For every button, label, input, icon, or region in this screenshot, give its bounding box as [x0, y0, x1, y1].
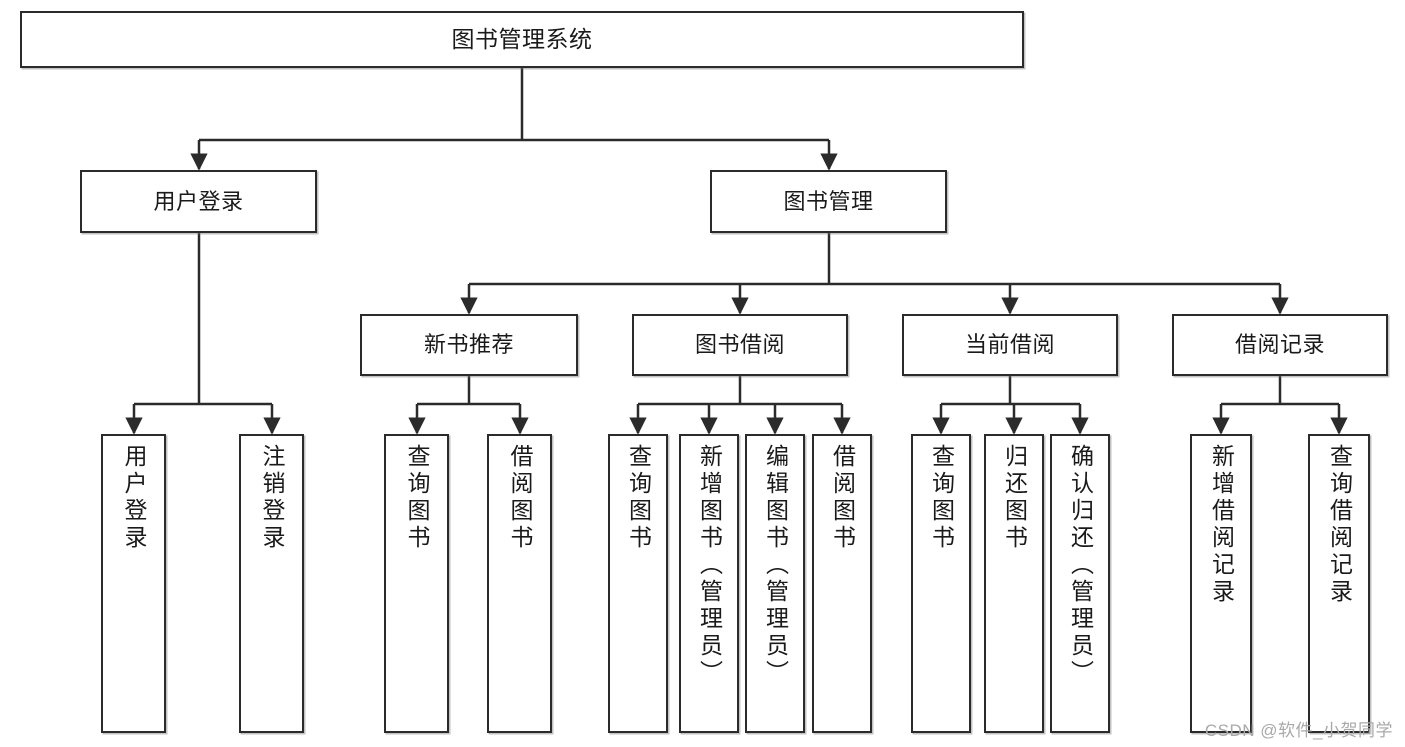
node-l2-book[interactable]: 图书管理 [710, 170, 947, 233]
node-l4-6[interactable]: 新增图书（管理员） [679, 434, 739, 733]
node-label: 新增借阅记录 [1208, 444, 1235, 606]
node-label: 图书管理系统 [451, 25, 593, 52]
node-l4-13[interactable]: 查询借阅记录 [1308, 434, 1370, 733]
node-label: 用户登录 [153, 188, 244, 214]
node-label: 借阅图书 [507, 444, 533, 552]
node-label: 查询图书 [404, 444, 430, 552]
node-l4-10[interactable]: 归还图书 [984, 434, 1044, 733]
node-l4-4[interactable]: 借阅图书 [487, 434, 552, 733]
node-label: 查询图书 [928, 444, 955, 552]
node-l4-7[interactable]: 编辑图书（管理员） [745, 434, 805, 733]
node-l2-login[interactable]: 用户登录 [80, 170, 317, 233]
node-label: 当前借阅 [964, 332, 1055, 358]
node-label: 图书借阅 [694, 332, 785, 358]
node-l3-new[interactable]: 新书推荐 [360, 314, 578, 376]
node-label: 归还图书 [1001, 444, 1028, 552]
node-l4-11[interactable]: 确认归还（管理员） [1050, 434, 1110, 733]
node-label: 查询借阅记录 [1326, 444, 1353, 606]
node-label: 用户登录 [121, 444, 147, 552]
node-l4-8[interactable]: 借阅图书 [812, 434, 872, 733]
node-label: 查询图书 [625, 444, 652, 552]
node-label: 注销登录 [259, 444, 285, 552]
node-label: 编辑图书（管理员） [762, 444, 789, 687]
node-l4-5[interactable]: 查询图书 [608, 434, 668, 733]
node-l4-1[interactable]: 用户登录 [101, 434, 166, 733]
node-l4-9[interactable]: 查询图书 [911, 434, 971, 733]
node-l3-current[interactable]: 当前借阅 [902, 314, 1118, 376]
node-l4-2[interactable]: 注销登录 [239, 434, 304, 733]
node-l3-borrow[interactable]: 图书借阅 [632, 314, 848, 376]
node-label: 图书管理 [783, 188, 874, 214]
node-l3-record[interactable]: 借阅记录 [1172, 314, 1388, 376]
node-l4-3[interactable]: 查询图书 [384, 434, 449, 733]
node-root[interactable]: 图书管理系统 [20, 11, 1024, 68]
node-label: 新书推荐 [423, 332, 514, 358]
node-label: 借阅图书 [829, 444, 856, 552]
node-label: 借阅记录 [1234, 332, 1325, 358]
node-label: 确认归还（管理员） [1067, 444, 1094, 687]
watermark-text: CSDN @软件_小贺同学 [1204, 721, 1393, 740]
node-label: 新增图书（管理员） [696, 444, 723, 687]
node-l4-12[interactable]: 新增借阅记录 [1190, 434, 1252, 733]
